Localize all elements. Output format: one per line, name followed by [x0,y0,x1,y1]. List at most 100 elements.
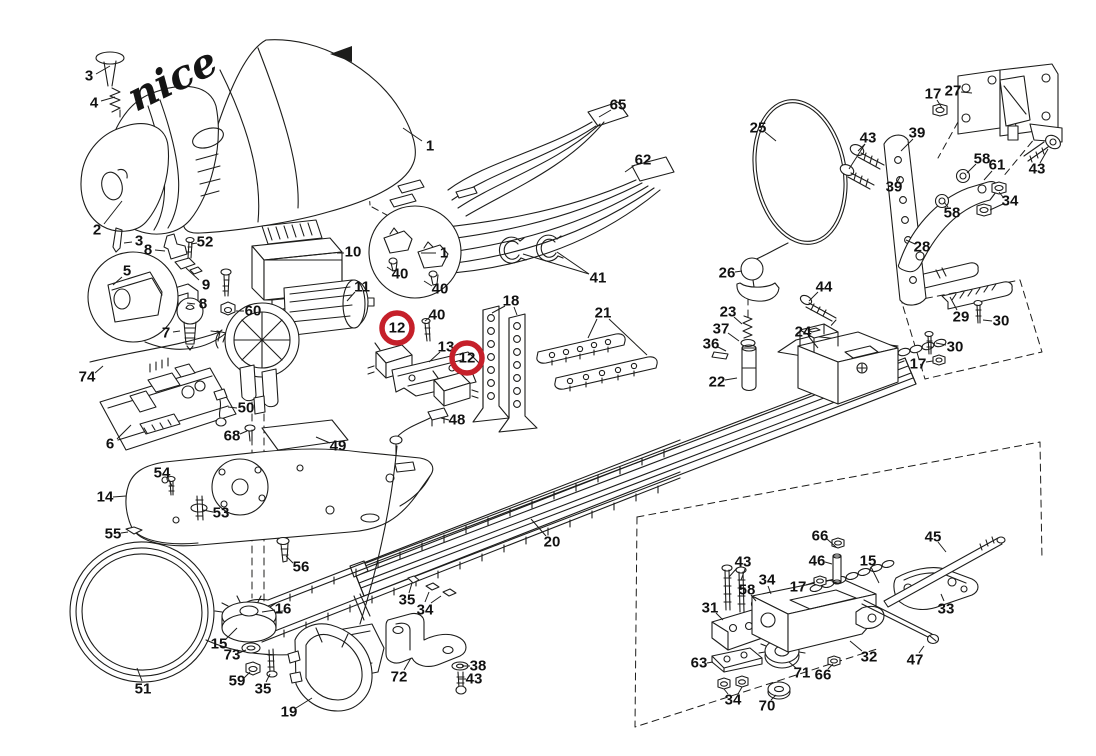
leader-line-66 [827,663,834,670]
leader-line-66 [826,538,837,548]
leader-line-15 [225,627,238,640]
motor [215,279,375,415]
part-label-30: 30 [947,339,964,356]
leader-line-54 [167,477,173,487]
leader-line-56 [285,555,294,564]
leader-line-24 [808,336,819,349]
part-label-68: 68 [224,428,241,445]
sprocket-assembly [214,595,284,678]
highlight-circle-part-12 [449,340,485,376]
leader-line-72 [403,657,412,671]
leader-line-14 [112,495,127,498]
leader-line-8 [154,249,166,252]
part-label-30: 30 [993,313,1010,330]
part-label-27: 27 [945,83,962,100]
leader-line-26 [734,270,743,273]
leader-line-6 [116,424,132,440]
leader-line-34 [767,585,772,595]
part-label-34: 34 [1002,193,1019,210]
part-label-43: 43 [735,554,752,571]
part-label-21: 21 [595,305,612,322]
part-label-34: 34 [759,572,776,589]
leader-line-55 [120,531,129,534]
leader-line-39 [896,176,901,183]
part-label-71: 71 [794,665,811,682]
leader-line-43 [1039,148,1049,164]
leader-line-52 [190,242,198,245]
leader-line-71 [788,661,797,669]
leader-line-41 [556,251,590,275]
part-label-5: 5 [123,263,131,280]
leader-line-35 [265,673,271,683]
leader-line-8 [186,302,196,305]
part-label-highlighted-12: 12 [389,320,406,337]
lamp-and-nut [176,268,236,351]
part-label-10: 10 [345,244,362,261]
part-label-8: 8 [144,242,152,259]
part-label-11: 11 [354,279,370,296]
part-label-70: 70 [759,698,776,715]
leader-line-23 [733,316,743,325]
part-label-17: 17 [790,579,807,596]
leader-line-65 [598,109,612,118]
part-label-3: 3 [135,233,143,250]
leader-line-19 [295,697,313,709]
part-label-1: 1 [440,245,448,262]
leader-line-21 [587,318,598,339]
part-label-60: 60 [245,303,262,320]
part-label-15: 15 [860,553,877,570]
leader-line-17 [805,581,816,586]
part-label-49: 49 [330,438,347,455]
part-label-8: 8 [199,296,207,313]
part-label-47: 47 [907,652,924,669]
rail [349,357,917,621]
leader-line-17 [925,360,934,363]
leader-line-20 [530,518,547,537]
part-label-38: 38 [470,658,487,675]
leader-line-29 [949,296,958,311]
part-label-4: 4 [90,95,99,112]
part-label-40: 40 [392,266,409,283]
leader-line-33 [940,593,945,602]
part-label-17: 17 [925,86,942,103]
part-label-43: 43 [860,130,877,147]
part-label-58: 58 [739,582,756,599]
leader-line-35 [408,582,413,594]
part-label-44: 44 [816,279,833,296]
leader-line-4 [100,96,116,102]
leader-line-45 [937,541,947,553]
part-label-29: 29 [953,309,970,326]
part-label-48: 48 [449,412,466,429]
part-label-15: 15 [211,636,228,653]
part-label-7: 7 [162,325,170,342]
leader-line-46 [824,561,833,565]
part-label-26: 26 [719,265,736,282]
part-label-22: 22 [709,374,726,391]
latch-detail-circle [368,205,462,299]
leader-line-30 [935,342,947,346]
part-label-41: 41 [590,270,607,287]
part-label-40: 40 [429,307,446,324]
leader-line-32 [849,640,863,652]
part-label-65: 65 [610,97,627,114]
mounting-straps-18 [472,305,538,433]
leader-line-37 [727,332,740,342]
leader-line-58 [750,594,757,602]
part-label-56: 56 [293,559,310,576]
part-label-55: 55 [105,526,122,543]
leader-line-18 [491,305,506,314]
part-label-37: 37 [713,321,730,338]
part-label-43: 43 [466,671,483,688]
leader-line-22 [724,377,738,381]
leader-line-3 [123,241,133,244]
leader-line-34 [424,591,430,603]
leader-line-47 [918,645,925,654]
leader-lines [94,65,1049,709]
part-label-31: 31 [702,600,719,617]
part-label-18: 18 [503,293,520,310]
leader-line-15 [870,566,880,584]
wall-bracket-cluster [839,63,1063,306]
leader-line-70 [770,694,777,701]
leader-line-34 [737,686,743,695]
